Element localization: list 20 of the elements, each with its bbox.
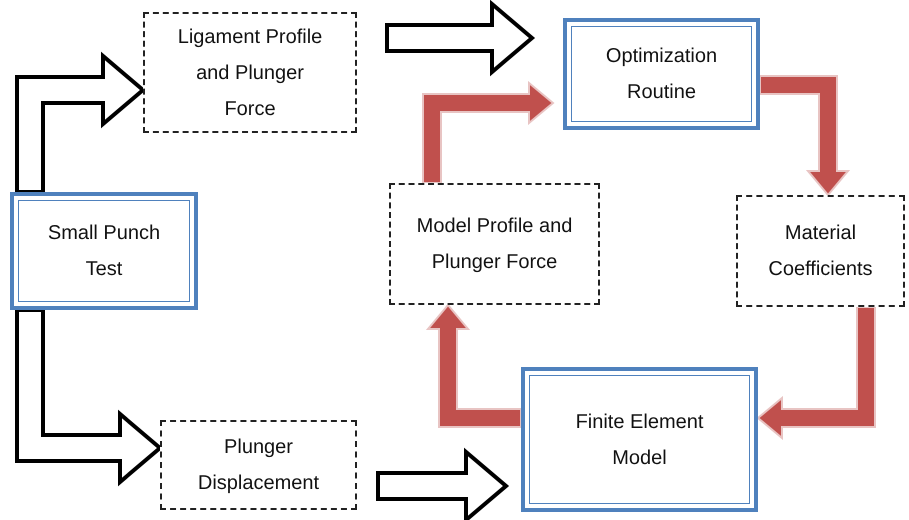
box-label: Material Coefficients xyxy=(767,221,874,282)
process-box xyxy=(10,192,198,310)
box-label: Optimization Routine xyxy=(604,44,718,105)
block-arrow xyxy=(385,0,536,76)
process-box xyxy=(521,367,758,512)
block-arrow xyxy=(376,448,510,520)
box-label: Small Punch Test xyxy=(46,221,162,282)
process-box xyxy=(389,183,600,305)
block-arrow xyxy=(756,306,876,440)
box-label: Ligament Profile and Plunger Force xyxy=(176,24,324,122)
block-arrow xyxy=(422,80,555,184)
box-label: Finite Element Model xyxy=(574,410,704,470)
process-box xyxy=(143,12,357,133)
box-label: Model Profile and Plunger Force xyxy=(416,214,574,275)
process-box xyxy=(736,195,905,307)
block-arrow xyxy=(759,75,850,197)
box-label: Plunger Displacement xyxy=(196,435,320,496)
process-box xyxy=(160,420,357,510)
block-arrow xyxy=(426,303,522,428)
process-box xyxy=(563,18,760,130)
